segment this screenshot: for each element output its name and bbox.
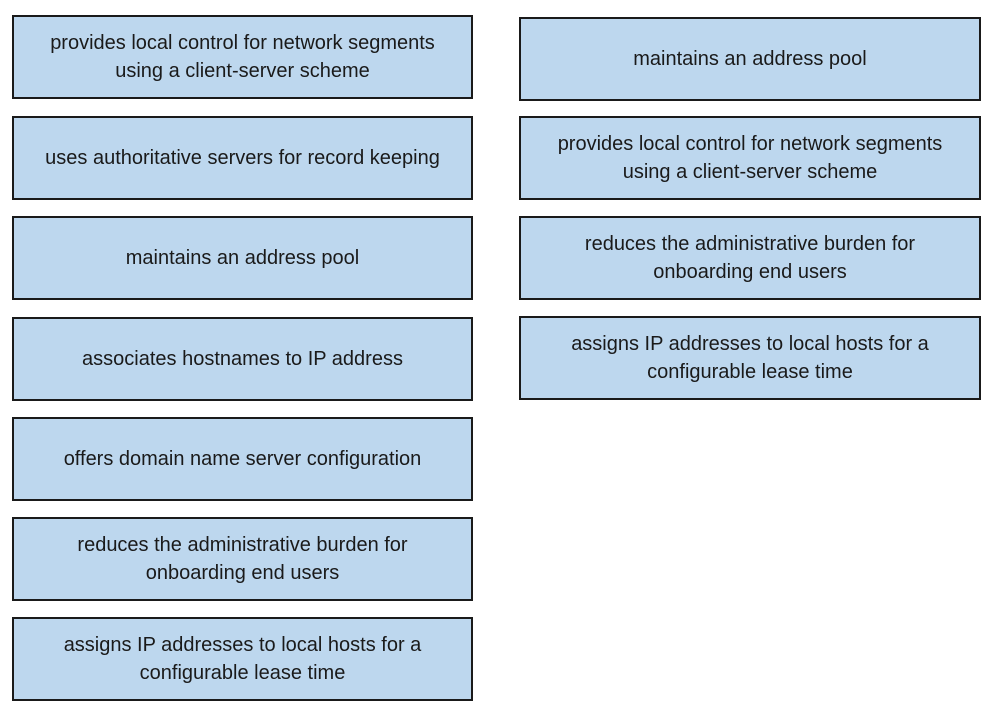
source-option[interactable]: reduces the administrative burden for on… — [12, 517, 473, 601]
source-option[interactable]: associates hostnames to IP address — [12, 317, 473, 401]
answer-slot[interactable]: reduces the administrative burden for on… — [519, 216, 981, 300]
answer-slot[interactable]: assigns IP addresses to local hosts for … — [519, 316, 981, 400]
answer-slot[interactable]: provides local control for network segme… — [519, 116, 981, 200]
source-option[interactable]: assigns IP addresses to local hosts for … — [12, 617, 473, 701]
source-option[interactable]: uses authoritative servers for record ke… — [12, 116, 473, 200]
source-option[interactable]: offers domain name server configuration — [12, 417, 473, 501]
source-option[interactable]: provides local control for network segme… — [12, 15, 473, 99]
source-option[interactable]: maintains an address pool — [12, 216, 473, 300]
answer-slot[interactable]: maintains an address pool — [519, 17, 981, 101]
